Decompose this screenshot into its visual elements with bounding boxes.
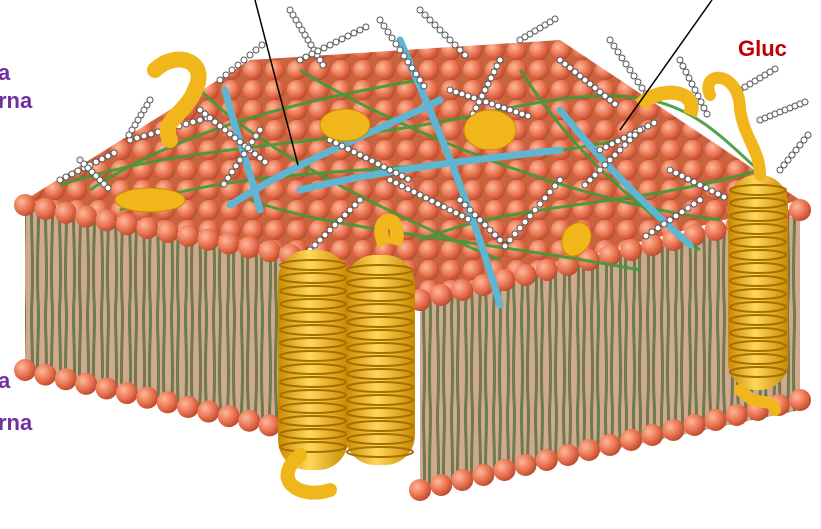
bottom-left-label-line2: rna bbox=[0, 410, 32, 436]
bottom-left-label-line1: a bbox=[0, 368, 10, 394]
top-left-label-line2: rna bbox=[0, 88, 32, 114]
top-left-label-line1: a bbox=[0, 60, 10, 86]
top-right-label: Gluc bbox=[738, 36, 787, 62]
